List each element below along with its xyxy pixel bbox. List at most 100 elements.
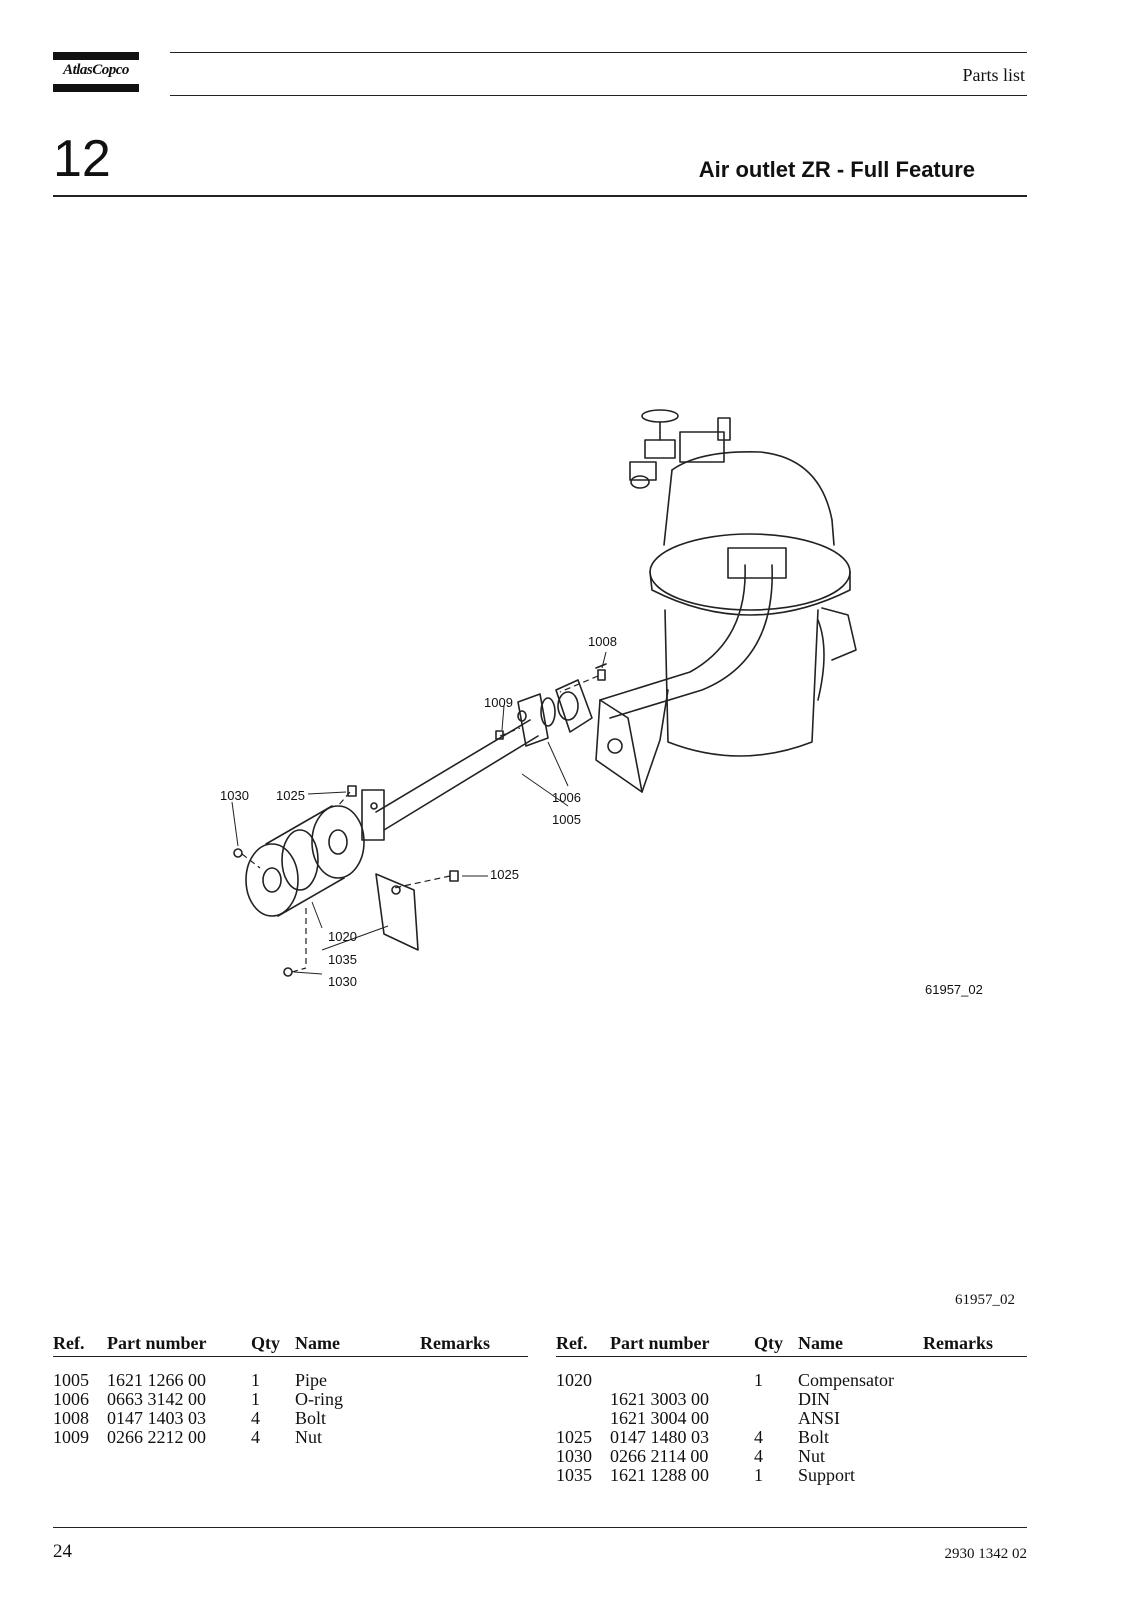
- table-header-row: Ref. Part number Qty Name Remarks: [53, 1334, 528, 1357]
- callout-1008: 1008: [588, 634, 617, 649]
- cell-name: Bolt: [295, 1408, 327, 1428]
- cell-part-number: 1621 3004 00: [610, 1408, 709, 1428]
- cell-part-number: 1621 3003 00: [610, 1389, 709, 1409]
- vessel-body: [664, 609, 819, 757]
- cell-remarks: [923, 1371, 1027, 1390]
- cell-part-number: 0266 2114 00: [610, 1446, 709, 1466]
- cell-remarks: [420, 1409, 528, 1428]
- cell-name: Support: [798, 1465, 856, 1485]
- table-row: 1005 1621 1266 00 1 Pipe: [53, 1371, 528, 1390]
- exploded-view-drawing: [231, 409, 857, 977]
- callout-1030: 1030: [220, 788, 249, 803]
- callout-1025: 1025: [276, 788, 305, 803]
- cell-name: DIN: [798, 1389, 830, 1409]
- header-remarks: Remarks: [420, 1334, 528, 1357]
- table-row: 1030 0266 2114 00 4 Nut: [556, 1447, 1027, 1466]
- pipe: [375, 719, 531, 813]
- cell-ref: [556, 1409, 610, 1428]
- outlet-elbow: [599, 564, 746, 701]
- cell-qty: [754, 1409, 798, 1428]
- cell-ref: 1020: [556, 1370, 592, 1390]
- callout-1020: 1020: [328, 929, 357, 944]
- section-label: Parts list: [962, 65, 1025, 85]
- chapter-number: 12: [53, 130, 111, 188]
- page-number: 24: [53, 1541, 72, 1562]
- cell-name: Nut: [295, 1427, 322, 1447]
- cell-remarks: [420, 1428, 528, 1447]
- cell-remarks: [420, 1371, 528, 1390]
- cell-remarks: [923, 1428, 1027, 1447]
- handwheel: [641, 409, 679, 423]
- header-part-number: Part number: [610, 1334, 754, 1357]
- drawing-id: 61957_02: [925, 982, 983, 997]
- cell-name: O-ring: [295, 1389, 343, 1409]
- header-qty: Qty: [251, 1334, 295, 1357]
- parts-table-right: Ref. Part number Qty Name Remarks 1020 1…: [556, 1334, 1027, 1485]
- callout-1035: 1035: [328, 952, 357, 967]
- vessel-flange: [649, 533, 851, 611]
- cell-qty: 4: [754, 1427, 763, 1447]
- callout-1009: 1009: [484, 695, 513, 710]
- support-plate: [375, 873, 419, 951]
- callout-1025-lower: 1025: [490, 867, 519, 882]
- vessel-dome: [671, 451, 833, 521]
- cell-part-number: [610, 1371, 754, 1390]
- header-name: Name: [798, 1334, 923, 1357]
- header-top-rule: [170, 52, 1027, 53]
- cell-ref: 1025: [556, 1427, 592, 1447]
- footer-rule: [53, 1527, 1027, 1528]
- figure-code: 61957_02: [955, 1292, 1015, 1308]
- cell-ref: 1005: [53, 1370, 89, 1390]
- cell-part-number: 1621 1288 00: [610, 1465, 709, 1485]
- header-remarks: Remarks: [923, 1334, 1027, 1357]
- cell-remarks: [420, 1390, 528, 1409]
- cell-remarks: [923, 1409, 1027, 1428]
- cell-name: Bolt: [798, 1427, 830, 1447]
- pipe-flange: [311, 805, 365, 879]
- cell-name: Compensator: [798, 1370, 894, 1390]
- logo-top-bar: [53, 52, 139, 60]
- cell-remarks: [923, 1466, 1027, 1485]
- parts-table-left: Ref. Part number Qty Name Remarks 1005 1…: [53, 1334, 528, 1447]
- cell-remarks: [923, 1447, 1027, 1466]
- cell-qty: 1: [754, 1465, 763, 1485]
- cell-ref: 1030: [556, 1446, 592, 1466]
- cell-part-number: 0663 3142 00: [107, 1389, 206, 1409]
- logo-bottom-bar: [53, 84, 139, 92]
- header-qty: Qty: [754, 1334, 798, 1357]
- chapter-title: Air outlet ZR - Full Feature: [698, 157, 975, 182]
- cell-ref: 1035: [556, 1465, 592, 1485]
- table-row: 1009 0266 2212 00 4 Nut: [53, 1428, 528, 1447]
- table-row: 1020 1 Compensator: [556, 1371, 1027, 1390]
- cell-part-number: 0266 2212 00: [107, 1427, 206, 1447]
- cell-name: Pipe: [295, 1370, 328, 1390]
- callout-1005: 1005: [552, 812, 581, 827]
- cell-ref: [556, 1390, 610, 1409]
- table-row: 1006 0663 3142 00 1 O-ring: [53, 1390, 528, 1409]
- cell-name: ANSI: [798, 1408, 841, 1428]
- table-row: 1008 0147 1403 03 4 Bolt: [53, 1409, 528, 1428]
- table-row: 1621 3004 00 ANSI: [556, 1409, 1027, 1428]
- table-row: 1035 1621 1288 00 1 Support: [556, 1466, 1027, 1485]
- compensator: [281, 829, 319, 891]
- compensator-flange: [245, 843, 299, 917]
- table-header-row: Ref. Part number Qty Name Remarks: [556, 1334, 1027, 1357]
- header-name: Name: [295, 1334, 420, 1357]
- cell-part-number: 0147 1480 03: [610, 1427, 709, 1447]
- cell-ref: 1008: [53, 1408, 89, 1428]
- cell-qty: 4: [251, 1427, 260, 1447]
- header-ref: Ref.: [556, 1334, 610, 1357]
- o-ring: [540, 697, 556, 727]
- cell-part-number: 1621 1266 00: [107, 1370, 206, 1390]
- cell-qty: 1: [251, 1389, 260, 1409]
- header-bottom-rule: [170, 95, 1027, 96]
- document-number: 2930 1342 02: [944, 1546, 1028, 1562]
- logo-text: AtlasCopco: [63, 62, 129, 78]
- cell-ref: 1009: [53, 1427, 89, 1447]
- cell-qty: 1: [251, 1370, 260, 1390]
- cell-part-number: 0147 1403 03: [107, 1408, 206, 1428]
- cell-qty: 4: [251, 1408, 260, 1428]
- cell-qty: [754, 1390, 798, 1409]
- callout-1030-lower: 1030: [328, 974, 357, 989]
- cell-qty: 4: [754, 1446, 763, 1466]
